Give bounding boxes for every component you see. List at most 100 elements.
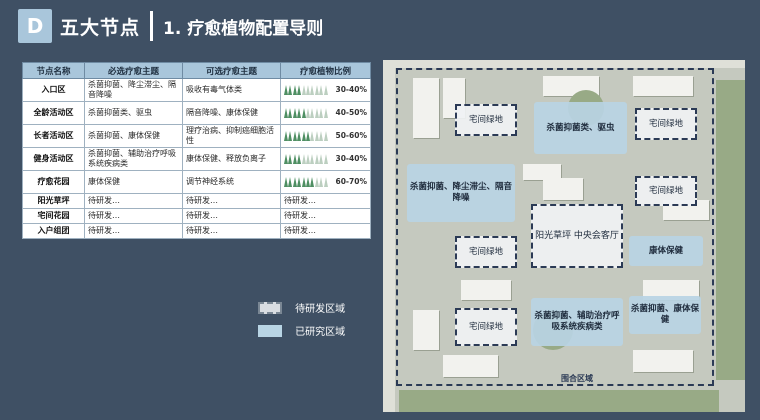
tree-icon	[319, 177, 324, 187]
page-header: D 五大节点 1. 疗愈植物配置导则	[18, 6, 323, 46]
ratio-value: 50-60%	[335, 131, 367, 140]
tree-icon	[284, 154, 288, 164]
legend-pending-label: 待研发区域	[295, 304, 346, 315]
table-row: 阳光草坪待研发…待研发…待研发…	[22, 193, 371, 209]
tree-icon	[284, 108, 288, 118]
section-badge: D	[18, 9, 52, 43]
site-building	[443, 355, 498, 377]
tree-icon	[292, 85, 297, 95]
col-header-optional: 可选疗愈主题	[182, 62, 281, 79]
node-name-cell: 入口区	[22, 78, 85, 102]
tree-icon	[297, 177, 302, 187]
zone-courtyard-green: 宅间绿地	[635, 108, 697, 140]
site-building	[413, 310, 439, 350]
tree-icon	[305, 177, 310, 187]
tree-icon	[314, 108, 319, 118]
tree-icon	[310, 131, 315, 141]
zone-courtyard-green: 宅间绿地	[455, 308, 517, 346]
required-theme-cell: 待研发…	[84, 223, 183, 239]
tree-icon	[301, 177, 306, 187]
tree-icon	[305, 85, 310, 95]
ratio-cell: 50-60%	[280, 124, 371, 148]
col-header-required: 必选疗愈主题	[84, 62, 183, 79]
zone-antibacterial-insect: 杀菌抑菌类、驱虫	[534, 102, 627, 154]
tree-icon	[305, 154, 310, 164]
tree-icon	[292, 177, 297, 187]
tree-icon	[292, 131, 297, 141]
node-name-cell: 宅间花园	[22, 208, 85, 224]
section-subtitle: 1. 疗愈植物配置导则	[163, 18, 324, 39]
tree-icon	[323, 108, 328, 118]
legend-pending: 待研发区域	[258, 297, 345, 316]
optional-theme-cell: 康体保健、释放负离子	[182, 147, 281, 171]
site-building	[643, 280, 699, 300]
site-building	[413, 78, 439, 138]
legend-done-label: 已研究区域	[295, 327, 346, 338]
tree-icon	[314, 154, 319, 164]
ratio-cell: 待研发…	[280, 193, 371, 209]
tree-icon	[305, 108, 310, 118]
site-road	[383, 60, 745, 68]
site-plan: 宅间绿地 杀菌抑菌类、驱虫 宅间绿地 杀菌抑菌、降尘滞尘、隔音降噪 宅间绿地 阳…	[383, 60, 745, 412]
ratio-tree-icons	[284, 154, 328, 164]
tree-icon	[288, 108, 293, 118]
zone-sunshine-lawn: 阳光草坪 中央会客厅	[531, 204, 623, 268]
tree-icon	[323, 154, 328, 164]
optional-theme-cell: 待研发…	[182, 223, 281, 239]
ratio-cell: 30-40%	[280, 147, 371, 171]
ratio-cell: 60-70%	[280, 170, 371, 194]
ratio-value: 30-40%	[335, 154, 367, 163]
site-building	[633, 76, 693, 96]
site-building	[523, 164, 561, 180]
zone-courtyard-green: 宅间绿地	[455, 104, 517, 136]
site-green-strip	[399, 390, 719, 412]
zone-respiratory: 杀菌抑菌、辅助治疗呼吸系统疾病类	[531, 298, 623, 346]
node-name-cell: 阳光草坪	[22, 193, 85, 209]
site-building	[633, 350, 693, 372]
node-name-cell: 全龄活动区	[22, 101, 85, 125]
col-header-ratio: 疗愈植物比例	[280, 62, 371, 79]
ratio-value: 60-70%	[335, 177, 367, 186]
tree-icon	[323, 85, 328, 95]
tree-icon	[319, 108, 324, 118]
ratio-tree-icons	[284, 131, 328, 141]
tree-icon	[319, 131, 324, 141]
tree-icon	[319, 154, 324, 164]
ratio-value: 40-50%	[335, 108, 367, 117]
planting-guide-table: 节点名称 必选疗愈主题 可选疗愈主题 疗愈植物比例 入口区杀菌抑菌、降尘滞尘、隔…	[22, 62, 371, 239]
tree-icon	[297, 154, 302, 164]
tree-icon	[288, 85, 293, 95]
table-header-row: 节点名称 必选疗愈主题 可选疗愈主题 疗愈植物比例	[22, 62, 371, 79]
tree-icon	[305, 131, 310, 141]
ratio-cell: 待研发…	[280, 223, 371, 239]
tree-icon	[301, 131, 306, 141]
required-theme-cell: 待研发…	[84, 193, 183, 209]
tree-icon	[301, 154, 306, 164]
required-theme-cell: 杀菌抑菌、降尘滞尘、隔音降噪	[84, 78, 183, 102]
tree-icon	[292, 108, 297, 118]
tree-icon	[301, 108, 306, 118]
table-row: 入户组团待研发…待研发…待研发…	[22, 223, 371, 239]
tree-icon	[284, 85, 288, 95]
node-name-cell: 疗愈花园	[22, 170, 85, 194]
zone-wellness: 康体保健	[629, 236, 703, 266]
ratio-cell: 40-50%	[280, 101, 371, 125]
section-title: 五大节点	[60, 16, 141, 39]
tree-icon	[297, 85, 302, 95]
required-theme-cell: 康体保健	[84, 170, 183, 194]
tree-icon	[314, 177, 319, 187]
required-theme-cell: 杀菌抑菌类、驱虫	[84, 101, 183, 125]
tree-icon	[284, 177, 288, 187]
col-header-node: 节点名称	[22, 62, 85, 79]
site-boundary	[396, 68, 714, 386]
tree-icon	[288, 177, 293, 187]
legend-pending-swatch	[258, 301, 282, 314]
tree-icon	[323, 131, 328, 141]
legend-done: 已研究区域	[258, 320, 345, 339]
tree-icon	[310, 108, 315, 118]
